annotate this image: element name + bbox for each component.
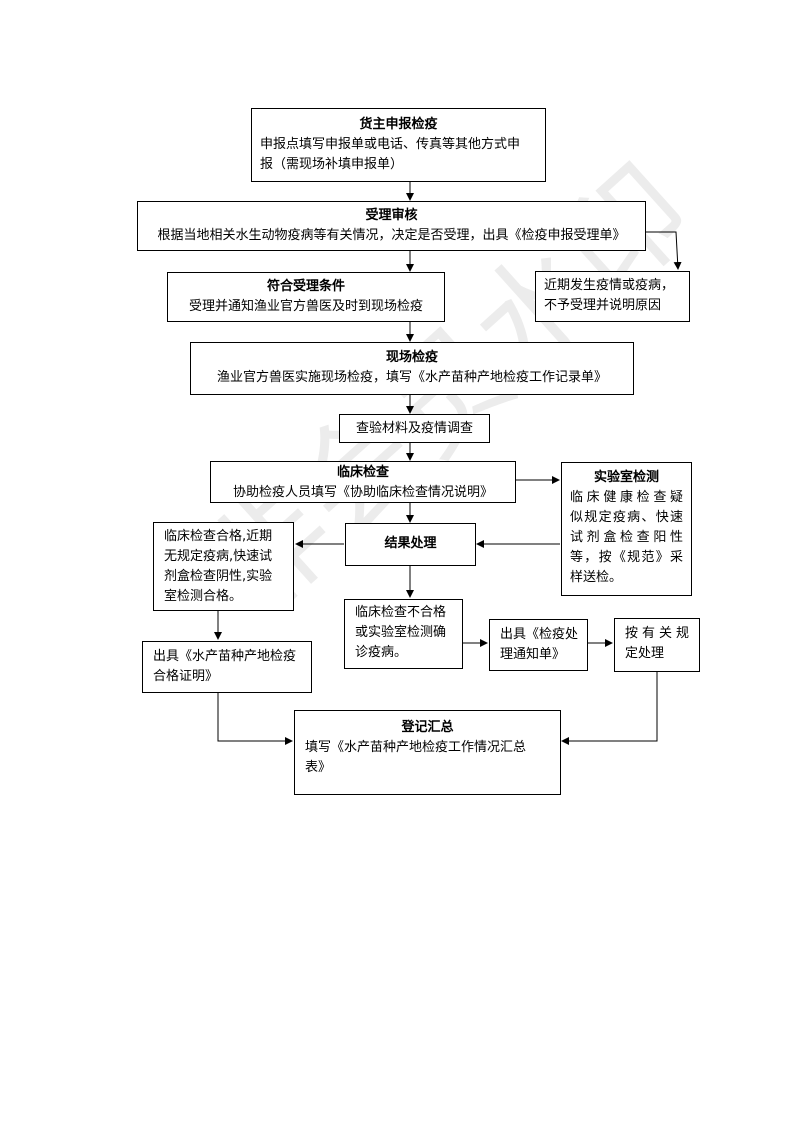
- summary-title: 登记汇总: [401, 720, 454, 735]
- box-cert: 出具《水产苗种产地检疫 合格证明》: [142, 641, 312, 693]
- box-fail: 临床检查不合格 或实验室检测确 诊疫病。: [344, 599, 463, 669]
- fail-line-1: 临床检查不合格: [355, 605, 447, 620]
- handle-line-1: 按有关规: [625, 626, 689, 641]
- box-inspect: 查验材料及疫情调查: [339, 414, 490, 443]
- notice-line-1: 出具《检疫处: [500, 627, 579, 642]
- lab-line-5: 样送检。: [570, 570, 623, 585]
- accept-line-1: 受理并通知渔业官方兽医及时到现场检疫: [188, 299, 423, 314]
- review-line-1: 根据当地相关水生动物疫病等有关情况，决定是否受理，出具《检疫申报受理单》: [157, 228, 626, 243]
- arrow-handle-summary: [561, 672, 658, 745]
- result-title: 结果处理: [384, 536, 437, 551]
- lab-line-1: 临床健康检查疑: [570, 490, 683, 505]
- declare-line-1: 申报点填写申报单或电话、传真等其他方式申: [260, 137, 521, 152]
- arrow-cert-summary: [217, 693, 293, 745]
- clinical-line-1: 协助检疫人员填写《协助临床检查情况说明》: [232, 485, 493, 500]
- box-notice: 出具《检疫处 理通知单》: [489, 619, 588, 671]
- review-title: 受理审核: [365, 208, 418, 223]
- box-accept: 符合受理条件 受理并通知渔业官方兽医及时到现场检疫: [167, 272, 445, 322]
- lab-line-4: 等，按《规范》采: [570, 550, 683, 565]
- pass-line-3: 剂盒检查阴性,实验: [164, 569, 273, 584]
- box-onsite: 现场检疫 渔业官方兽医实施现场检疫，填写《水产苗种产地检疫工作记录单》: [190, 342, 634, 395]
- handle-line-2: 定处理: [625, 646, 665, 661]
- onsite-line-1: 渔业官方兽医实施现场检疫，填写《水产苗种产地检疫工作记录单》: [216, 370, 607, 385]
- arrow-review-reject: [646, 231, 682, 270]
- pass-line-1: 临床检查合格,近期: [164, 529, 273, 544]
- clinical-title: 临床检查: [336, 465, 389, 480]
- cert-line-1: 出具《水产苗种产地检疫: [153, 649, 297, 664]
- notice-line-2: 理通知单》: [500, 647, 566, 662]
- box-clinical: 临床检查 协助检疫人员填写《协助临床检查情况说明》: [210, 461, 516, 503]
- box-declare: 货主申报检疫 申报点填写申报单或电话、传真等其他方式申 报（需现场补填申报单）: [251, 108, 546, 182]
- box-pass: 临床检查合格,近期 无规定疫病,快速试 剂盒检查阴性,实验 室检测合格。: [153, 522, 294, 611]
- reject-line-2: 不予受理并说明原因: [544, 298, 662, 313]
- declare-title: 货主申报检疫: [359, 117, 438, 132]
- lab-title: 实验室检测: [593, 470, 659, 485]
- pass-line-2: 无规定疫病,快速试: [164, 549, 273, 564]
- declare-line-2: 报（需现场补填申报单）: [260, 157, 404, 172]
- box-summary: 登记汇总 填写《水产苗种产地检疫工作情况汇总 表》: [294, 710, 561, 795]
- box-handle: 按有关规 定处理: [614, 618, 700, 672]
- summary-line-1: 填写《水产苗种产地检疫工作情况汇总: [305, 740, 527, 755]
- pass-line-4: 室检测合格。: [164, 589, 243, 604]
- fail-line-2: 或实验室检测确: [355, 625, 447, 640]
- box-reject: 近期发生疫情或疫病， 不予受理并说明原因: [535, 271, 690, 322]
- lab-line-3: 试剂盒检查阳性: [570, 530, 683, 545]
- onsite-title: 现场检疫: [385, 350, 438, 365]
- lab-line-2: 似规定疫病、快速: [570, 510, 683, 525]
- reject-line-1: 近期发生疫情或疫病，: [544, 278, 675, 293]
- box-result: 结果处理: [345, 523, 476, 566]
- inspect-line-1: 查验材料及疫情调查: [355, 421, 473, 436]
- box-lab: 实验室检测 临床健康检查疑 似规定疫病、快速 试剂盒检查阳性 等，按《规范》采 …: [561, 462, 692, 596]
- box-review: 受理审核 根据当地相关水生动物疫病等有关情况，决定是否受理，出具《检疫申报受理单…: [137, 201, 646, 251]
- cert-line-2: 合格证明》: [153, 669, 219, 684]
- accept-title: 符合受理条件: [266, 279, 345, 294]
- summary-line-2: 表》: [305, 760, 332, 775]
- fail-line-3: 诊疫病。: [355, 645, 408, 660]
